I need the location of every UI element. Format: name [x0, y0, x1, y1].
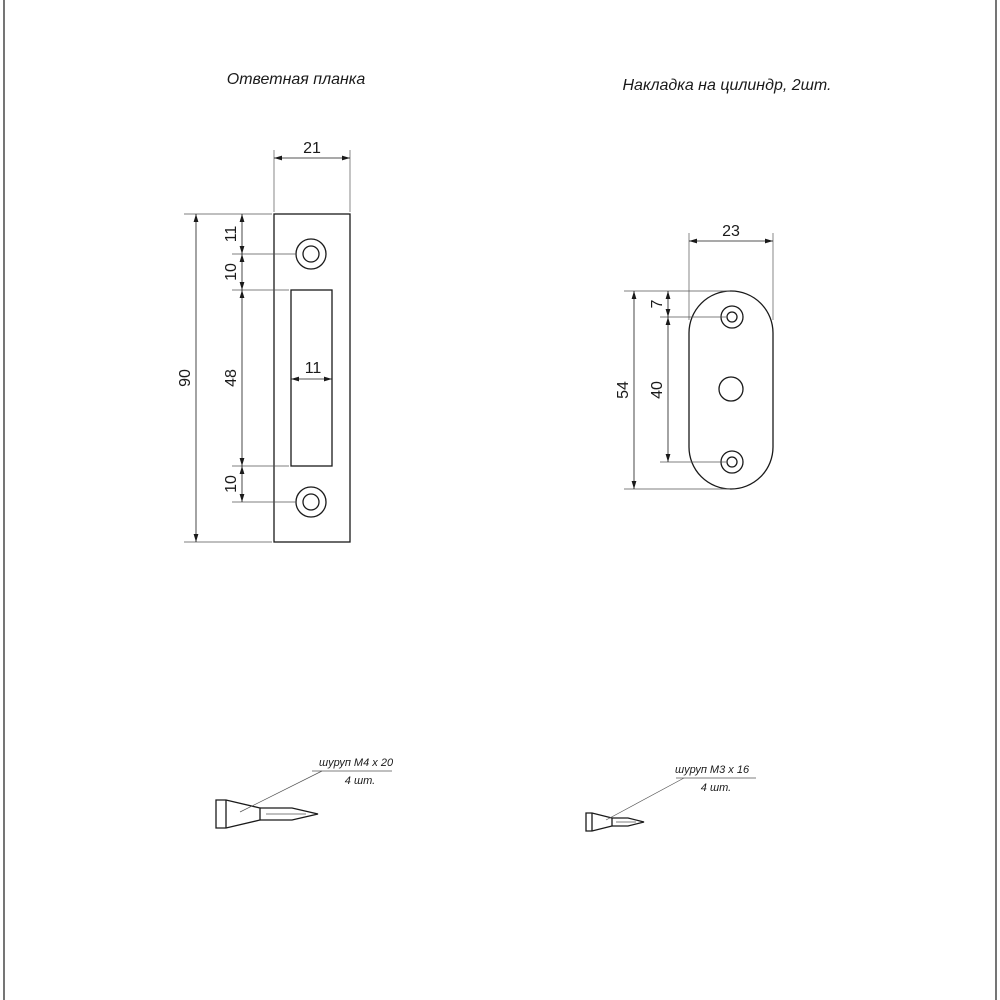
dim-cover-hole-spacing: 40 [649, 381, 666, 399]
strike-plate-outline [273, 213, 351, 543]
dim-plate-top-offset: 11 [223, 226, 240, 243]
screw-m3-label: шуруп М3 х 16 [675, 764, 750, 776]
dim-plate-slot-to-hole: 10 [223, 475, 240, 493]
dim-cover-height: 54 [615, 381, 632, 399]
cylinder-cover-outline [688, 290, 774, 490]
screw-m3-drawing: шуруп М3 х 16 4 шт. [585, 764, 756, 832]
strike-plate-title: Ответная планка [227, 71, 366, 88]
cylinder-cover-title: Накладка на цилиндр, 2шт. [623, 77, 832, 94]
cylinder-cover-drawing: Накладка на цилиндр, 2шт. 23 54 7 4 [615, 77, 832, 490]
strike-plate-hole-bottom [295, 486, 327, 518]
dim-plate-height: 90 [177, 369, 194, 387]
strike-plate-slot [290, 289, 333, 467]
dim-plate-width: 21 [303, 140, 321, 157]
cylinder-cover-center-hole [718, 376, 744, 402]
screw-m4-label: шуруп М4 х 20 [319, 757, 394, 769]
screw-m4-drawing: шуруп М4 х 20 4 шт. [215, 757, 394, 829]
strike-plate-drawing: Ответная планка 21 90 11 [177, 71, 366, 543]
strike-plate-hole-top [295, 238, 327, 270]
screw-m4-qty: 4 шт. [345, 775, 375, 787]
screw-m3-qty: 4 шт. [701, 782, 731, 794]
dim-cover-width: 23 [722, 223, 740, 240]
dim-cover-top-offset: 7 [649, 299, 666, 308]
dim-plate-slot-height: 48 [223, 369, 240, 387]
dim-plate-slot-width: 11 [305, 360, 322, 377]
dim-plate-hole-to-slot: 10 [223, 263, 240, 281]
